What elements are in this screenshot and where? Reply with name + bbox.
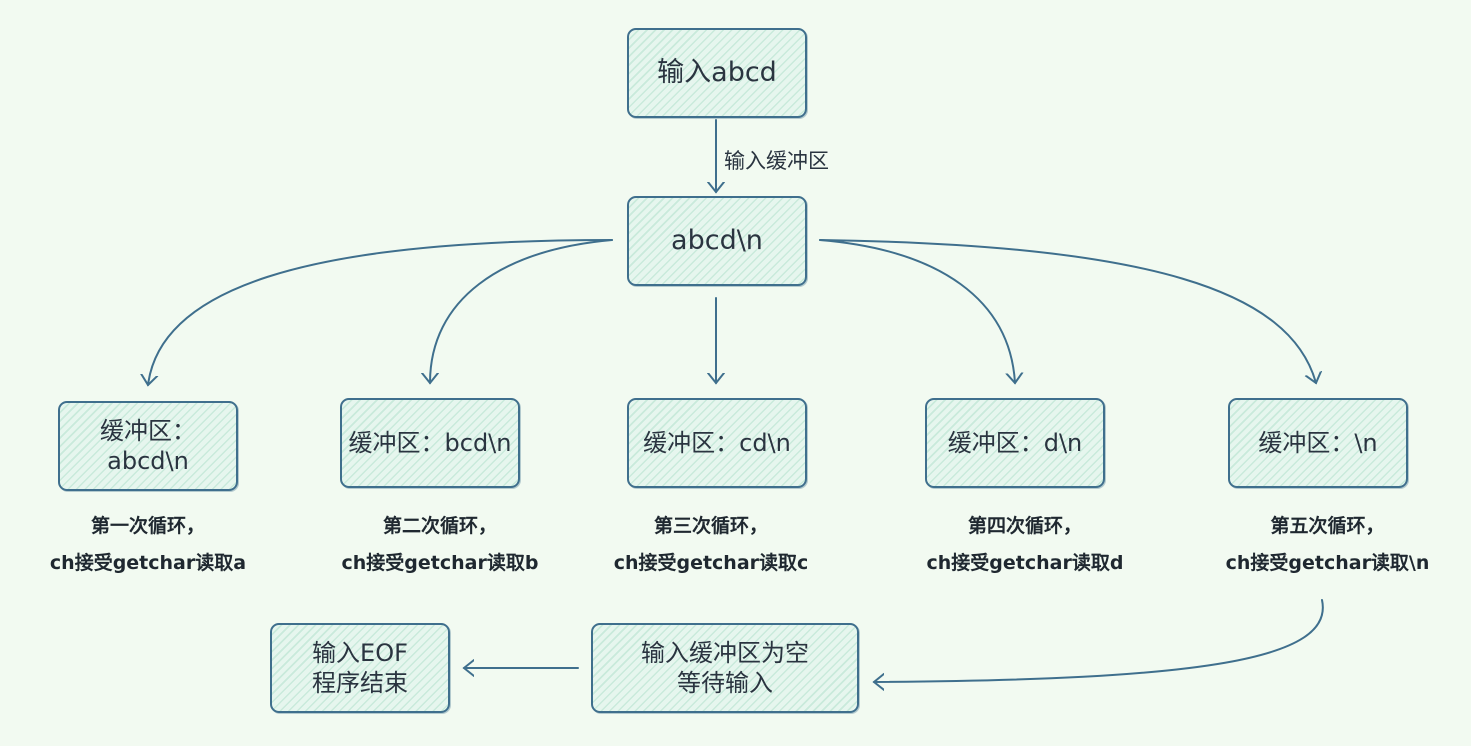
buffer-text: abcd\n [671, 225, 763, 257]
arrow-state-5-to-wait [874, 599, 1324, 682]
state-buffer-text: 缓冲区：\n [1258, 429, 1378, 457]
loop-title: 第二次循环， [382, 515, 497, 537]
loop-title: 第五次循环， [1270, 515, 1385, 537]
loop-title: 第四次循环， [967, 515, 1082, 537]
edge-label-input-buffer: 输入缓冲区 [724, 149, 829, 173]
loop-read: ch接受getchar读取d [926, 552, 1124, 574]
loop-read: ch接受getchar读取c [613, 552, 809, 574]
loop-read: ch接受getchar读取a [49, 552, 247, 574]
state-box-3: 缓冲区：cd\n [627, 398, 807, 488]
state-buffer-text: 缓冲区：bcd\n [348, 429, 512, 457]
end-box: 输入EOF 程序结束 [270, 623, 450, 713]
arrow-buffer-to-state-1 [148, 239, 613, 385]
wait-line-1: 输入缓冲区为空 [641, 639, 809, 667]
state-buffer-text: 缓冲区：abcd\n [100, 417, 196, 475]
input-abcd-text: 输入abcd [657, 57, 777, 89]
loop-title: 第三次循环， [653, 515, 768, 537]
loop-read: ch接受getchar读取\n [1225, 552, 1430, 574]
input-abcd-box: 输入abcd [627, 28, 807, 118]
state-box-2: 缓冲区：bcd\n [340, 398, 520, 488]
state-box-1: 缓冲区：abcd\n [58, 401, 238, 491]
buffer-box: abcd\n [627, 196, 807, 286]
loop-label-4: 第四次循环， ch接受getchar读取d [900, 508, 1150, 582]
loop-label-1: 第一次循环， ch接受getchar读取a [23, 508, 273, 582]
end-line-2: 程序结束 [312, 669, 408, 697]
arrow-buffer-to-state-2 [430, 239, 613, 383]
wait-input-box: 输入缓冲区为空 等待输入 [591, 623, 859, 713]
loop-read: ch接受getchar读取b [341, 552, 539, 574]
state-buffer-text: 缓冲区：cd\n [643, 429, 791, 457]
state-box-4: 缓冲区：d\n [925, 398, 1105, 488]
end-line-1: 输入EOF [312, 639, 408, 667]
arrow-buffer-to-state-5 [819, 239, 1316, 383]
loop-title: 第一次循环， [90, 515, 205, 537]
arrow-buffer-to-state-4 [819, 239, 1015, 383]
state-box-5: 缓冲区：\n [1228, 398, 1408, 488]
state-buffer-text: 缓冲区：d\n [947, 429, 1083, 457]
loop-label-5: 第五次循环， ch接受getchar读取\n [1195, 508, 1460, 582]
wait-line-2: 等待输入 [677, 669, 773, 697]
loop-label-2: 第二次循环， ch接受getchar读取b [315, 508, 565, 582]
loop-label-3: 第三次循环， ch接受getchar读取c [586, 508, 836, 582]
